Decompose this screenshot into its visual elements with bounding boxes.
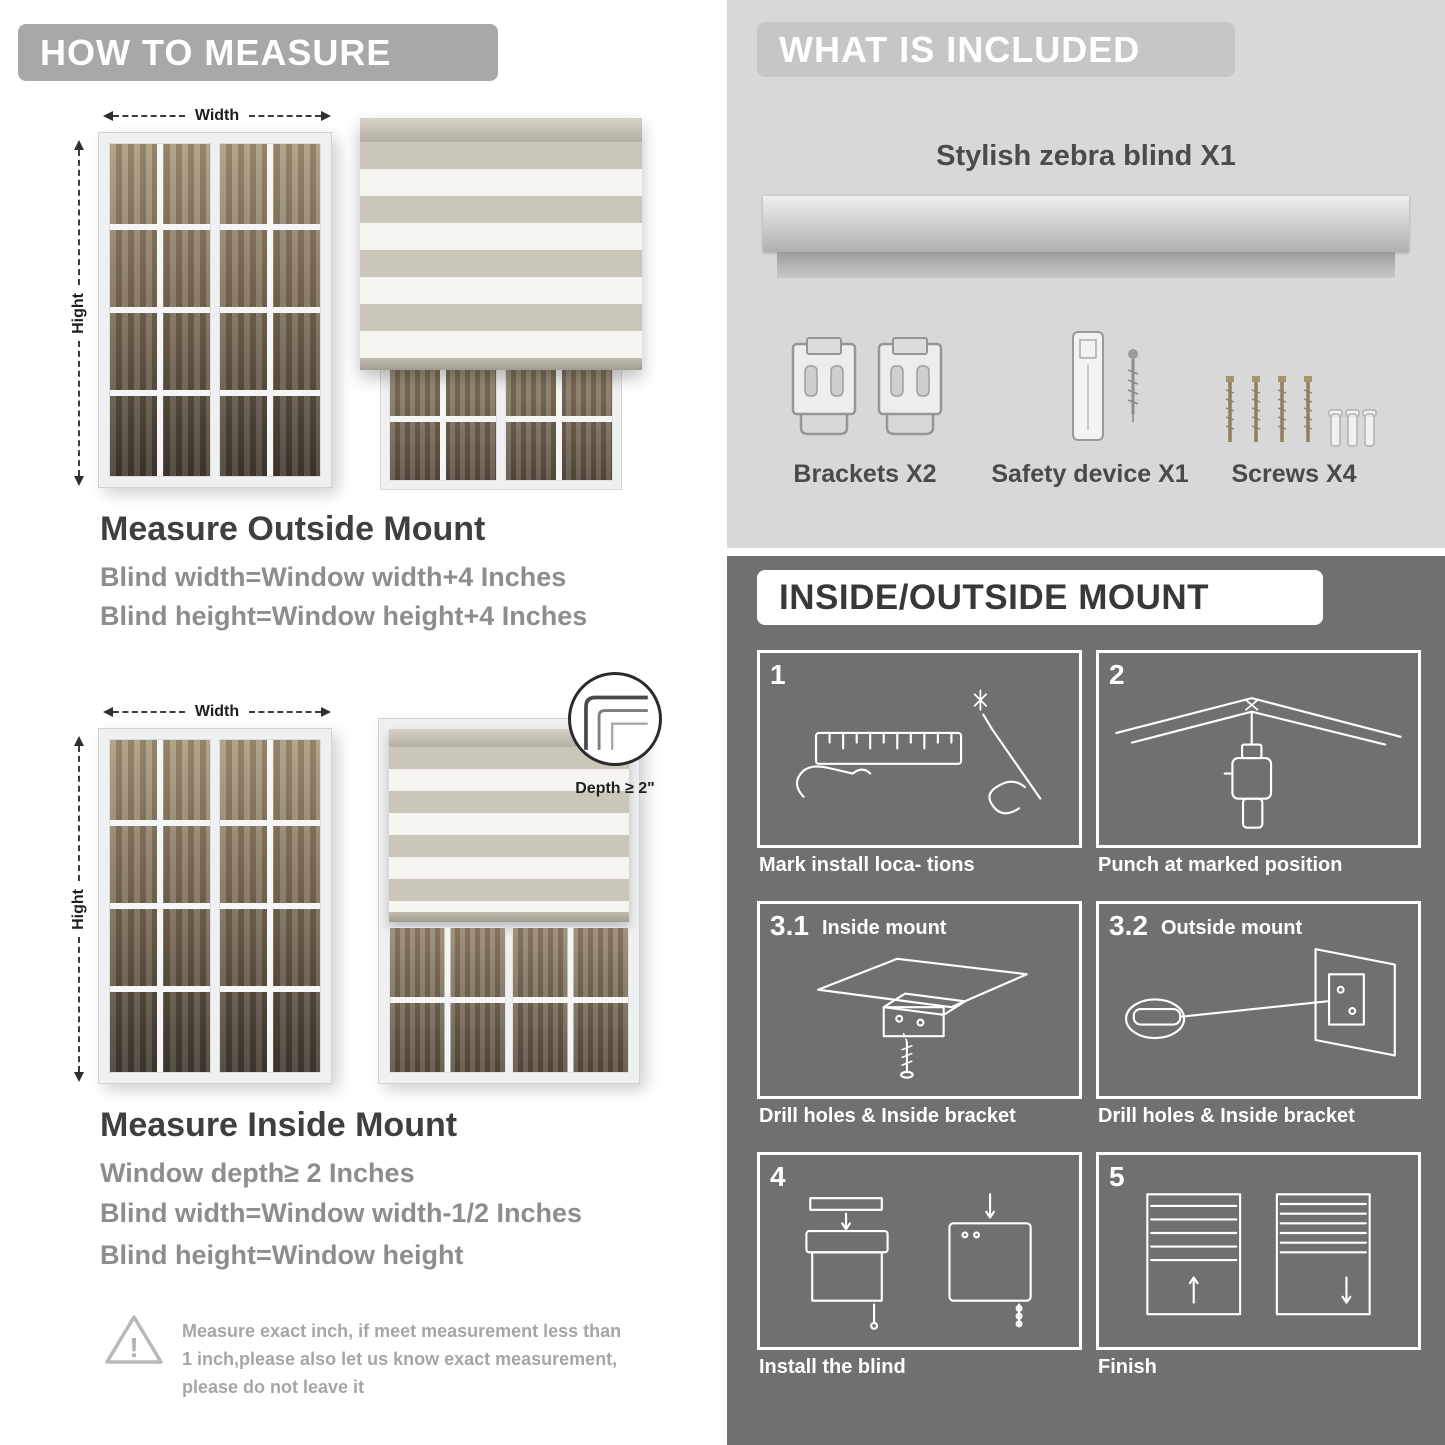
screws-icon xyxy=(1225,376,1377,447)
arrow-down-icon xyxy=(74,476,84,486)
outside-bracket-illustration xyxy=(1125,948,1396,1057)
window-sash xyxy=(109,143,211,477)
warning-text: Measure exact inch, if meet measurement … xyxy=(182,1321,622,1397)
outside-mount-blind-illustration xyxy=(360,118,642,490)
arrow-right-icon xyxy=(321,707,331,717)
product-title: Stylish zebra blind X1 xyxy=(936,140,1236,172)
step-caption: Install the blind xyxy=(759,1356,906,1378)
install-blind-illustration xyxy=(805,1193,1032,1330)
what-is-included-banner: WHAT IS INCLUDED xyxy=(757,22,1235,77)
outside-height-formula: Blind height=Window height+4 Inches xyxy=(100,601,588,631)
what-is-included-section: WHAT IS INCLUDED Stylish zebra blind X1 xyxy=(727,0,1445,548)
step-panel: 3.1 Inside mount xyxy=(757,901,1082,1099)
step-number: 3.1 xyxy=(770,910,809,941)
height-label: Hight xyxy=(70,888,87,930)
blind-bottomrail xyxy=(389,911,629,922)
window-sash xyxy=(219,143,321,477)
step-1: 1 xyxy=(757,650,1082,877)
window-sash xyxy=(219,739,321,1073)
step-5: 5 xyxy=(1096,1152,1421,1379)
inside-outside-mount-banner: INSIDE/OUTSIDE MOUNT xyxy=(757,570,1323,625)
step-panel: 4 xyxy=(757,1152,1082,1350)
window-illustration xyxy=(98,728,332,1084)
how-to-measure-banner: HOW TO MEASURE xyxy=(18,24,498,81)
outside-width-formula: Blind width=Window width+4 Inches xyxy=(100,562,567,592)
inside-height-formula: Blind height=Window height xyxy=(100,1240,464,1270)
zebra-blind xyxy=(360,118,642,370)
step-caption: Drill holes & Inside bracket xyxy=(1098,1105,1355,1127)
depth-callout xyxy=(568,672,662,766)
step-title: Outside mount xyxy=(1161,917,1303,939)
arrow-down-icon xyxy=(74,1072,84,1082)
mount-instructions-section: INSIDE/OUTSIDE MOUNT 1 xyxy=(727,556,1445,1445)
step-panel: 3.2 Outside mount xyxy=(1096,901,1421,1099)
depth-label: Depth ≥ 2" xyxy=(575,780,655,797)
warning-icon: ! xyxy=(105,1315,163,1364)
step-2: 2 Pu xyxy=(1096,650,1421,877)
inside-width-formula: Blind width=Window width-1/2 Inches xyxy=(100,1198,583,1228)
step-number: 1 xyxy=(770,659,786,690)
height-label: Hight xyxy=(70,292,87,334)
inside-bracket-illustration xyxy=(816,957,1028,1079)
inside-mount-blind-illustration xyxy=(378,718,640,1084)
window-below-blind xyxy=(389,926,629,1073)
how-to-measure-section: HOW TO MEASURE Width Hight xyxy=(0,0,712,1445)
arrow-left-icon xyxy=(103,707,113,717)
blind-bottomrail xyxy=(360,358,642,370)
blind-headrail xyxy=(360,118,642,142)
zebra-blind-headrail-illustration xyxy=(763,196,1409,278)
safety-device-icon xyxy=(1072,331,1139,441)
height-arrow: Hight xyxy=(68,140,90,486)
step-title: Inside mount xyxy=(822,917,947,939)
window-illustration xyxy=(98,132,332,488)
brackets-icon xyxy=(791,337,943,436)
safety-device-label: Safety device X1 xyxy=(991,460,1189,488)
finish-illustration xyxy=(1146,1193,1371,1316)
outside-mount-heading: Measure Outside Mount xyxy=(100,510,486,548)
step-number: 2 xyxy=(1109,659,1125,690)
window-sash xyxy=(109,739,211,1073)
width-arrow: Width xyxy=(103,106,331,126)
blind-headrail xyxy=(389,729,629,747)
arrow-left-icon xyxy=(103,111,113,121)
window-behind-blind xyxy=(380,348,622,490)
arrow-right-icon xyxy=(321,111,331,121)
step-panel: 2 xyxy=(1096,650,1421,848)
step-3-2: 3.2 Outside mount Drill holes & In xyxy=(1096,901,1421,1128)
step-number: 4 xyxy=(770,1161,786,1192)
step-number: 3.2 xyxy=(1109,910,1148,941)
zebra-blind xyxy=(389,729,629,922)
width-label: Width xyxy=(194,107,240,124)
drill-illustration xyxy=(1115,697,1402,829)
height-arrow: Hight xyxy=(68,736,90,1082)
steps-grid: 1 xyxy=(757,650,1421,1379)
arrow-up-icon xyxy=(74,140,84,150)
width-arrow: Width xyxy=(103,702,331,722)
step-3-1: 3.1 Inside mount xyxy=(757,901,1082,1128)
frame-corner-icon xyxy=(584,695,648,750)
step-4: 4 xyxy=(757,1152,1082,1379)
inside-mount-heading: Measure Inside Mount xyxy=(100,1106,458,1144)
mark-location-illustration xyxy=(795,689,1042,815)
step-caption: Finish xyxy=(1098,1356,1157,1378)
blind-stripes xyxy=(360,142,642,358)
inside-depth-rule: Window depth≥ 2 Inches xyxy=(100,1158,415,1188)
step-panel: 5 xyxy=(1096,1152,1421,1350)
step-number: 5 xyxy=(1109,1161,1125,1192)
step-caption: Drill holes & Inside bracket xyxy=(759,1105,1016,1127)
blind-stripes xyxy=(389,747,629,912)
width-label: Width xyxy=(194,703,240,720)
arrow-up-icon xyxy=(74,736,84,746)
step-panel: 1 xyxy=(757,650,1082,848)
screws-label: Screws X4 xyxy=(1231,460,1357,488)
brackets-label: Brackets X2 xyxy=(793,460,937,488)
step-caption: Punch at marked position xyxy=(1098,854,1343,876)
step-caption: Mark install loca- tions xyxy=(759,854,975,876)
svg-text:!: ! xyxy=(129,1332,138,1363)
